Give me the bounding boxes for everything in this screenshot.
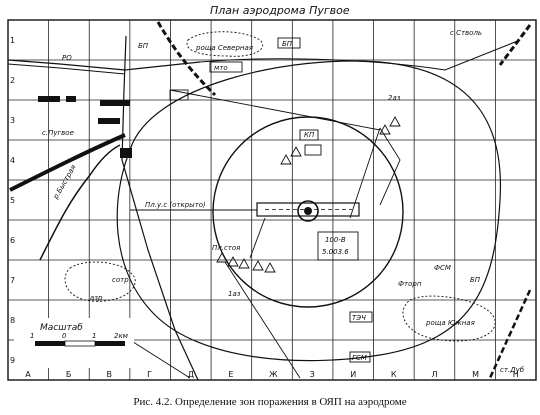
scale-bar-segment-2 [64,340,96,347]
damage-zone-center-dot [304,207,312,215]
grid [8,20,536,380]
row-label: 8 [10,316,15,325]
label-fsm: ФСМ [434,264,451,272]
column-label: Л [431,370,437,379]
column-label: К [391,370,397,379]
damage-zone-outer [212,116,404,308]
aircraft-stand-icon [227,256,239,267]
column-label: М [472,370,479,379]
column-label: Б [66,370,72,379]
column-label: Н [513,370,519,379]
railway-south-east [488,289,532,379]
label-bp3: БП [470,276,481,284]
column-label: Ж [269,370,278,379]
aircraft-stand-icon [264,262,276,273]
scale-bar-segment-1 [35,341,65,346]
railway-east [498,24,532,66]
label-1az: 1аз [228,290,241,298]
label-pu-open: Пл.у.с (открыто) [145,201,206,209]
village-pugvoe-blocks [38,96,132,158]
column-label: Е [228,370,233,379]
label-village-stvol: с.Стволь [450,29,482,37]
column-label: Д [188,370,194,379]
road-east [199,39,521,71]
runway [256,202,360,217]
map-frame [7,19,537,381]
row-label: 9 [10,356,15,365]
label-azp: азр [90,294,103,302]
label-pl-stoyanka: Пл.стоя [212,244,240,252]
grove-south [402,295,496,342]
airfield-boundary [116,60,502,362]
row-label: 2 [10,76,15,85]
road-vertical-west [121,35,199,381]
label-runway-info-1: 100-В [325,236,346,244]
scale-block: Масштаб 1 0 1 2км [14,318,134,368]
river [39,144,121,261]
aircraft-stand-icon [252,260,264,271]
grove-southwest [64,261,136,302]
column-label: Г [147,370,152,379]
label-mto: мто [214,64,228,72]
label-opos: Фторп [398,280,422,288]
road-service [249,127,401,259]
damage-zone-center-ring [297,200,319,222]
aircraft-stand-icon [238,258,250,269]
facilities [169,37,373,363]
label-kp: КП [304,131,315,139]
column-label: А [25,370,31,379]
label-village-pugvoe: с.Пугвое [42,129,74,137]
label-fo: РО [62,54,72,62]
label-grove-north: роща Северная [195,44,253,52]
row-label: 4 [10,156,15,165]
road-diagonal [169,89,381,131]
label-station: ст.Дуб [500,366,525,374]
aircraft-stand-icon [379,124,391,135]
grove-north [186,31,263,57]
label-bp1: БП [138,42,149,50]
label-runway-info-2: 5.003.6 [322,248,349,256]
row-label: 1 [10,36,15,45]
scale-tick-4: 2км [114,332,129,340]
road-main-west-parallel [7,63,126,75]
aircraft-stand-icon [389,116,401,127]
column-label: И [350,370,356,379]
aircraft-stand-icon [216,252,228,263]
row-label: 7 [10,276,15,285]
row-label: 3 [10,116,15,125]
label-gsm: ГСМ [352,354,367,362]
scale-bar-segment-3 [95,341,125,346]
figure-caption: Рис. 4.2. Определение зон поражения в ОЯ… [133,396,407,408]
aircraft-stand-icon [280,154,292,165]
railway-west [9,133,126,192]
road-to-south [224,261,301,379]
road-main-west [7,59,201,71]
scale-tick-2: 0 [62,332,67,340]
road-sw-diagonal [129,339,191,379]
label-2az: 2аз [388,94,401,102]
railway-north [156,21,217,97]
map-title: План аэродрома Пугвое [210,4,350,17]
row-labels: 1 2 3 4 5 6 7 8 9 [10,36,15,365]
scale-tick-3: 1 [92,332,96,340]
aircraft-stand-icon [290,146,302,157]
label-sotr: сотр [112,276,129,284]
row-label: 6 [10,236,15,245]
aircraft-stands-left [216,116,401,273]
label-tech: ТЭЧ [352,314,366,322]
row-label: 5 [10,196,15,205]
column-label: В [107,370,113,379]
scale-title: Масштаб [40,323,83,333]
label-bp2: БП [282,40,293,48]
column-label: З [310,370,315,379]
scale-tick-1: 1 [30,332,34,340]
label-grove-south: роща Южная [425,319,475,327]
